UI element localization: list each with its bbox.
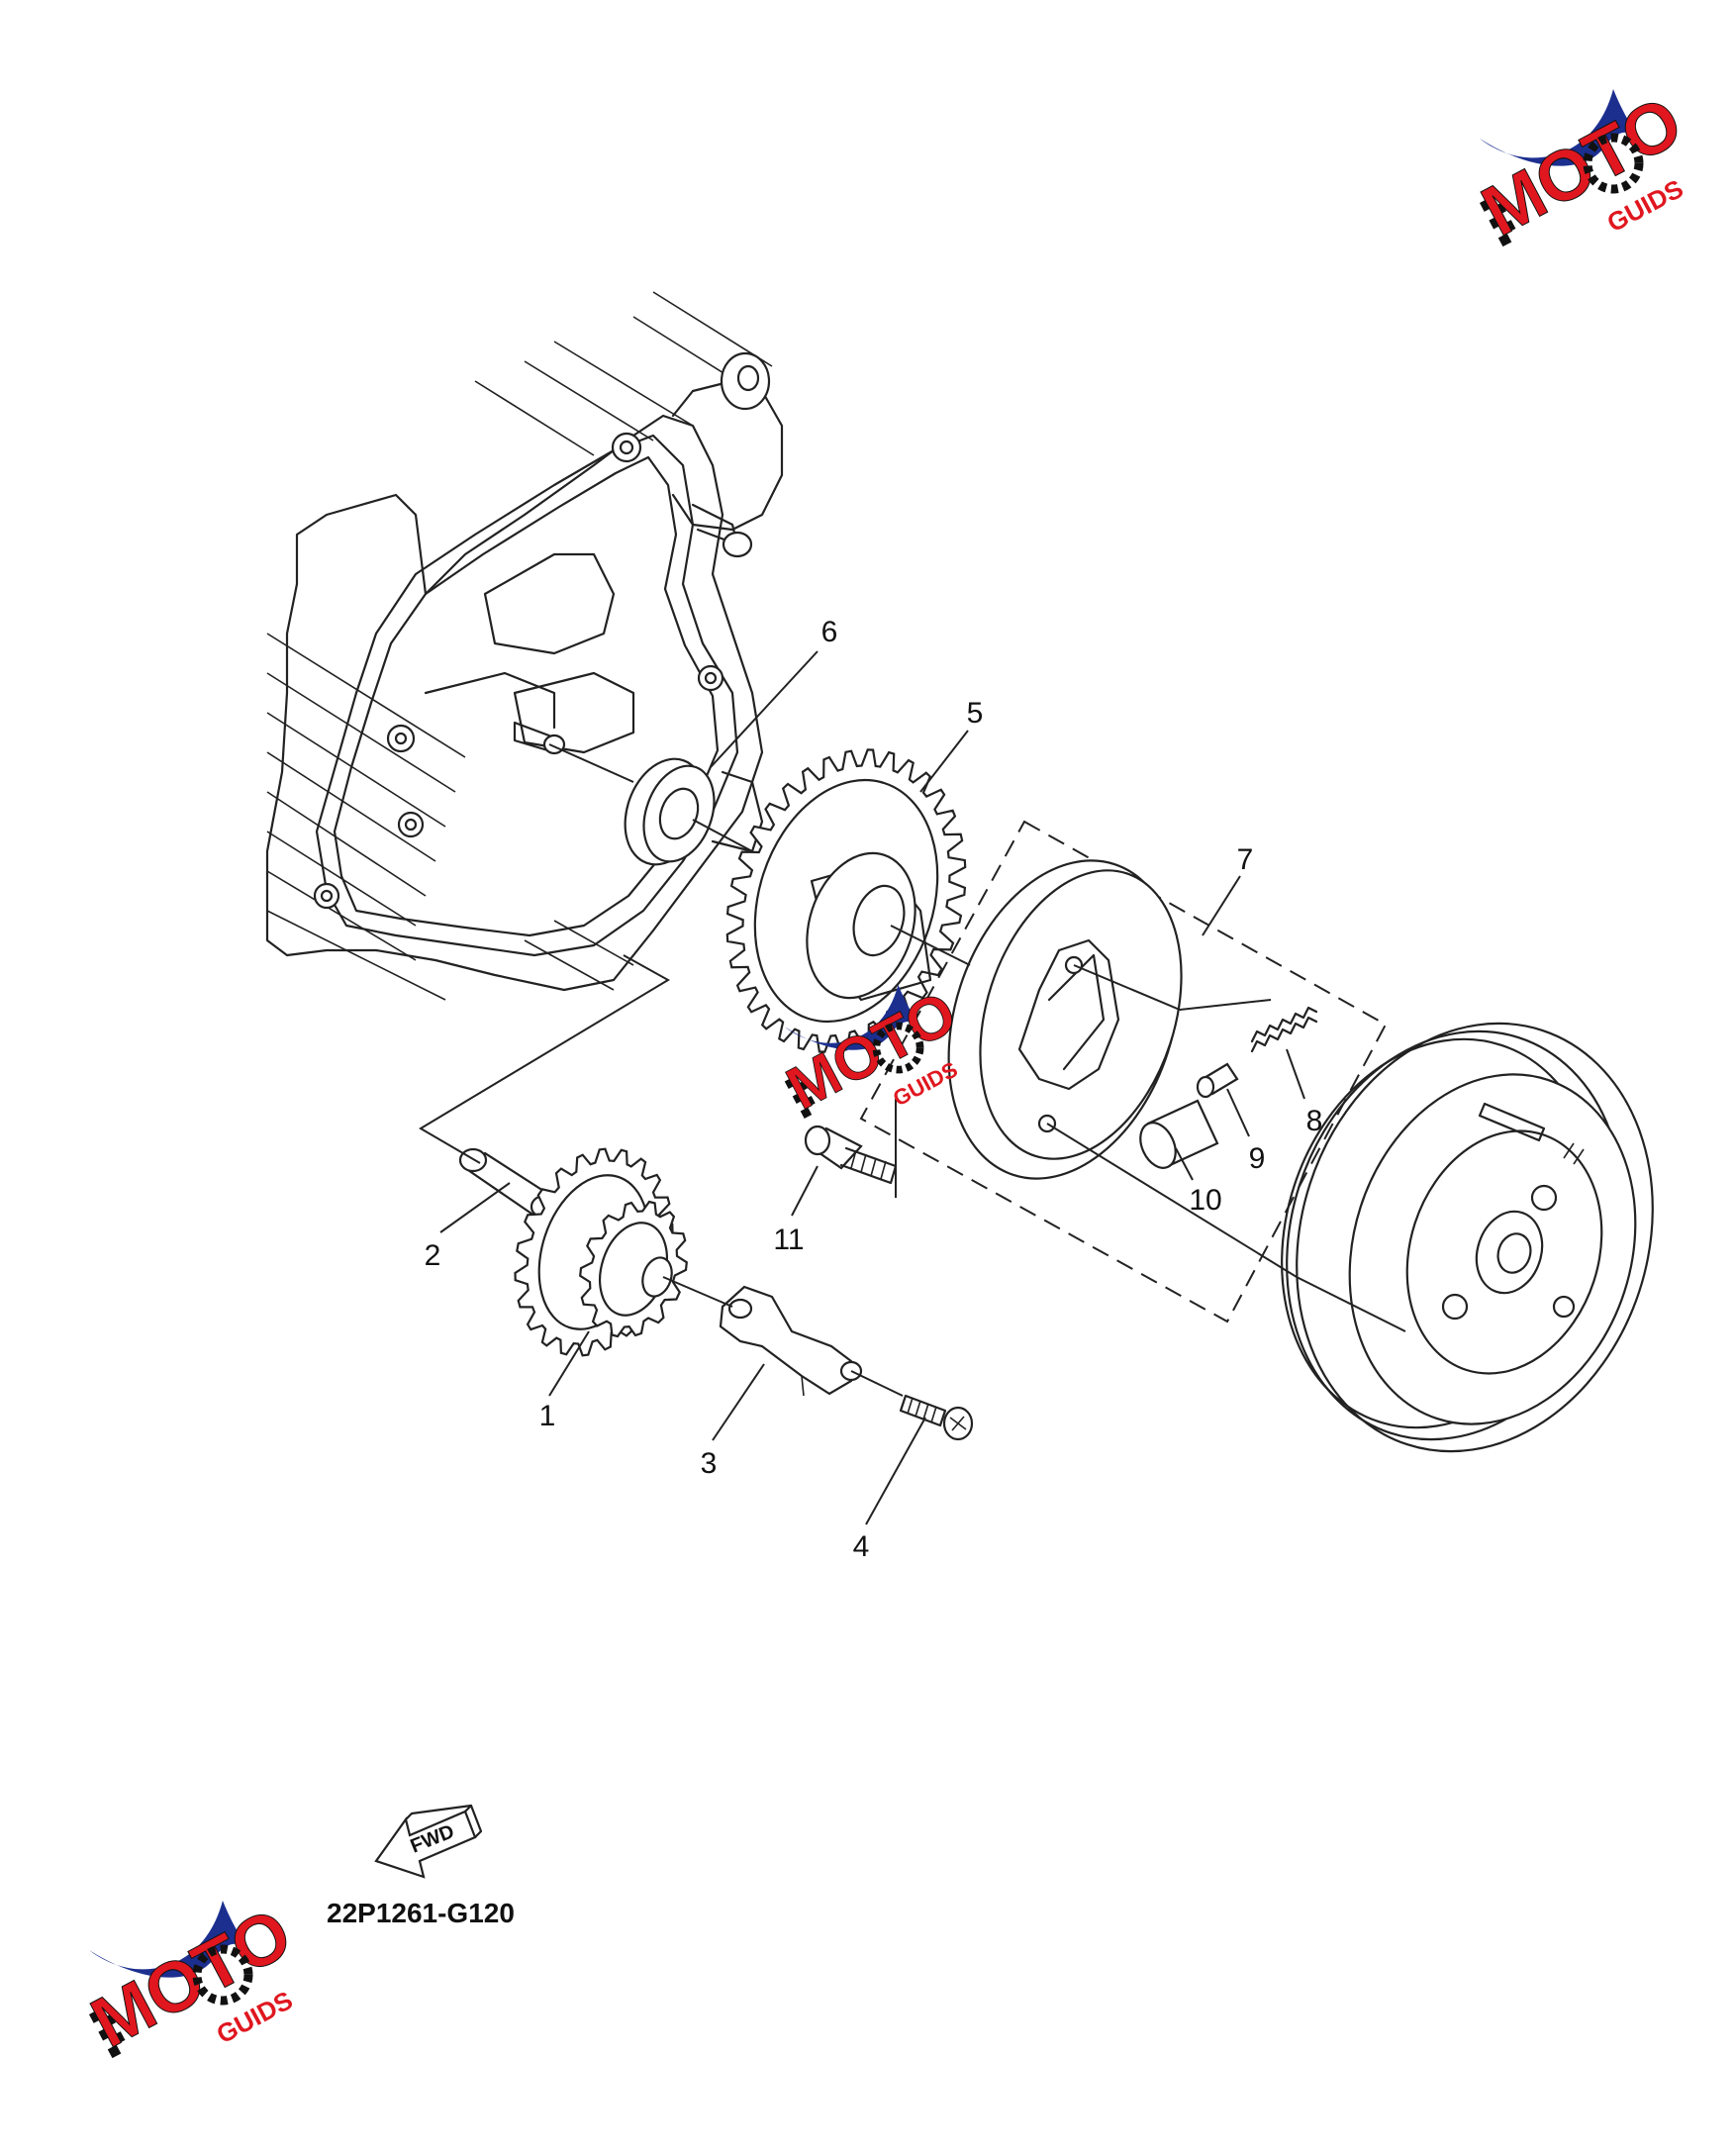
logo-checker — [784, 1077, 816, 1120]
watermark-logo-bottom-left: MOTO GUIDS — [78, 1893, 304, 2063]
logo-gear-icon — [1583, 133, 1644, 194]
logo-text-main: MOTO — [1470, 82, 1694, 251]
part-1-idler-gear — [514, 1147, 688, 1357]
logo-checker — [89, 2009, 126, 2059]
part-8-spring — [1250, 1006, 1318, 1053]
part-7-starter-clutch — [947, 859, 1272, 1180]
logo-gear-icon — [192, 1944, 253, 2006]
callout-11: 11 — [773, 1224, 804, 1256]
callout-2: 2 — [425, 1239, 441, 1272]
shaft-guide-lines — [419, 954, 670, 1164]
callout-labels: 1 2 3 4 5 6 7 8 9 10 11 — [425, 616, 1323, 1563]
diagram-code: 22P1261-G120 — [327, 1898, 515, 1928]
part-11-bolt — [804, 1125, 898, 1185]
callout-4: 4 — [853, 1530, 870, 1563]
part-5-starter-wheel-gear — [725, 748, 967, 1053]
watermark-logo-top-right: MOTO GUIDS — [1469, 81, 1694, 251]
callout-1: 1 — [539, 1400, 556, 1432]
callout-8: 8 — [1306, 1105, 1323, 1137]
callout-leaders — [439, 650, 1305, 1525]
logo-text-main: MOTO — [79, 1894, 304, 2063]
part-3-bracket — [719, 1285, 863, 1397]
callout-9: 9 — [1249, 1142, 1266, 1175]
part-10-roller — [1139, 1099, 1219, 1169]
logo-gear-icon — [872, 1022, 924, 1074]
callout-7: 7 — [1237, 843, 1254, 876]
crankcase-housing — [265, 291, 784, 1001]
assembly-axis-lines — [548, 743, 1406, 1397]
callout-5: 5 — [967, 697, 984, 730]
logo-swoosh — [89, 1901, 252, 1978]
callout-6: 6 — [821, 616, 838, 648]
part-9-pin — [1196, 1062, 1239, 1099]
rotor-flywheel — [1281, 1022, 1654, 1453]
callout-10: 10 — [1189, 1184, 1221, 1217]
logo-swoosh — [1480, 89, 1643, 166]
callout-3: 3 — [701, 1447, 718, 1480]
part-4-screw — [899, 1394, 974, 1441]
fwd-arrow: FWD — [374, 1804, 483, 1879]
part-6-oil-seal — [624, 757, 716, 866]
logo-swoosh — [784, 984, 923, 1050]
logo-checker — [1480, 198, 1516, 247]
